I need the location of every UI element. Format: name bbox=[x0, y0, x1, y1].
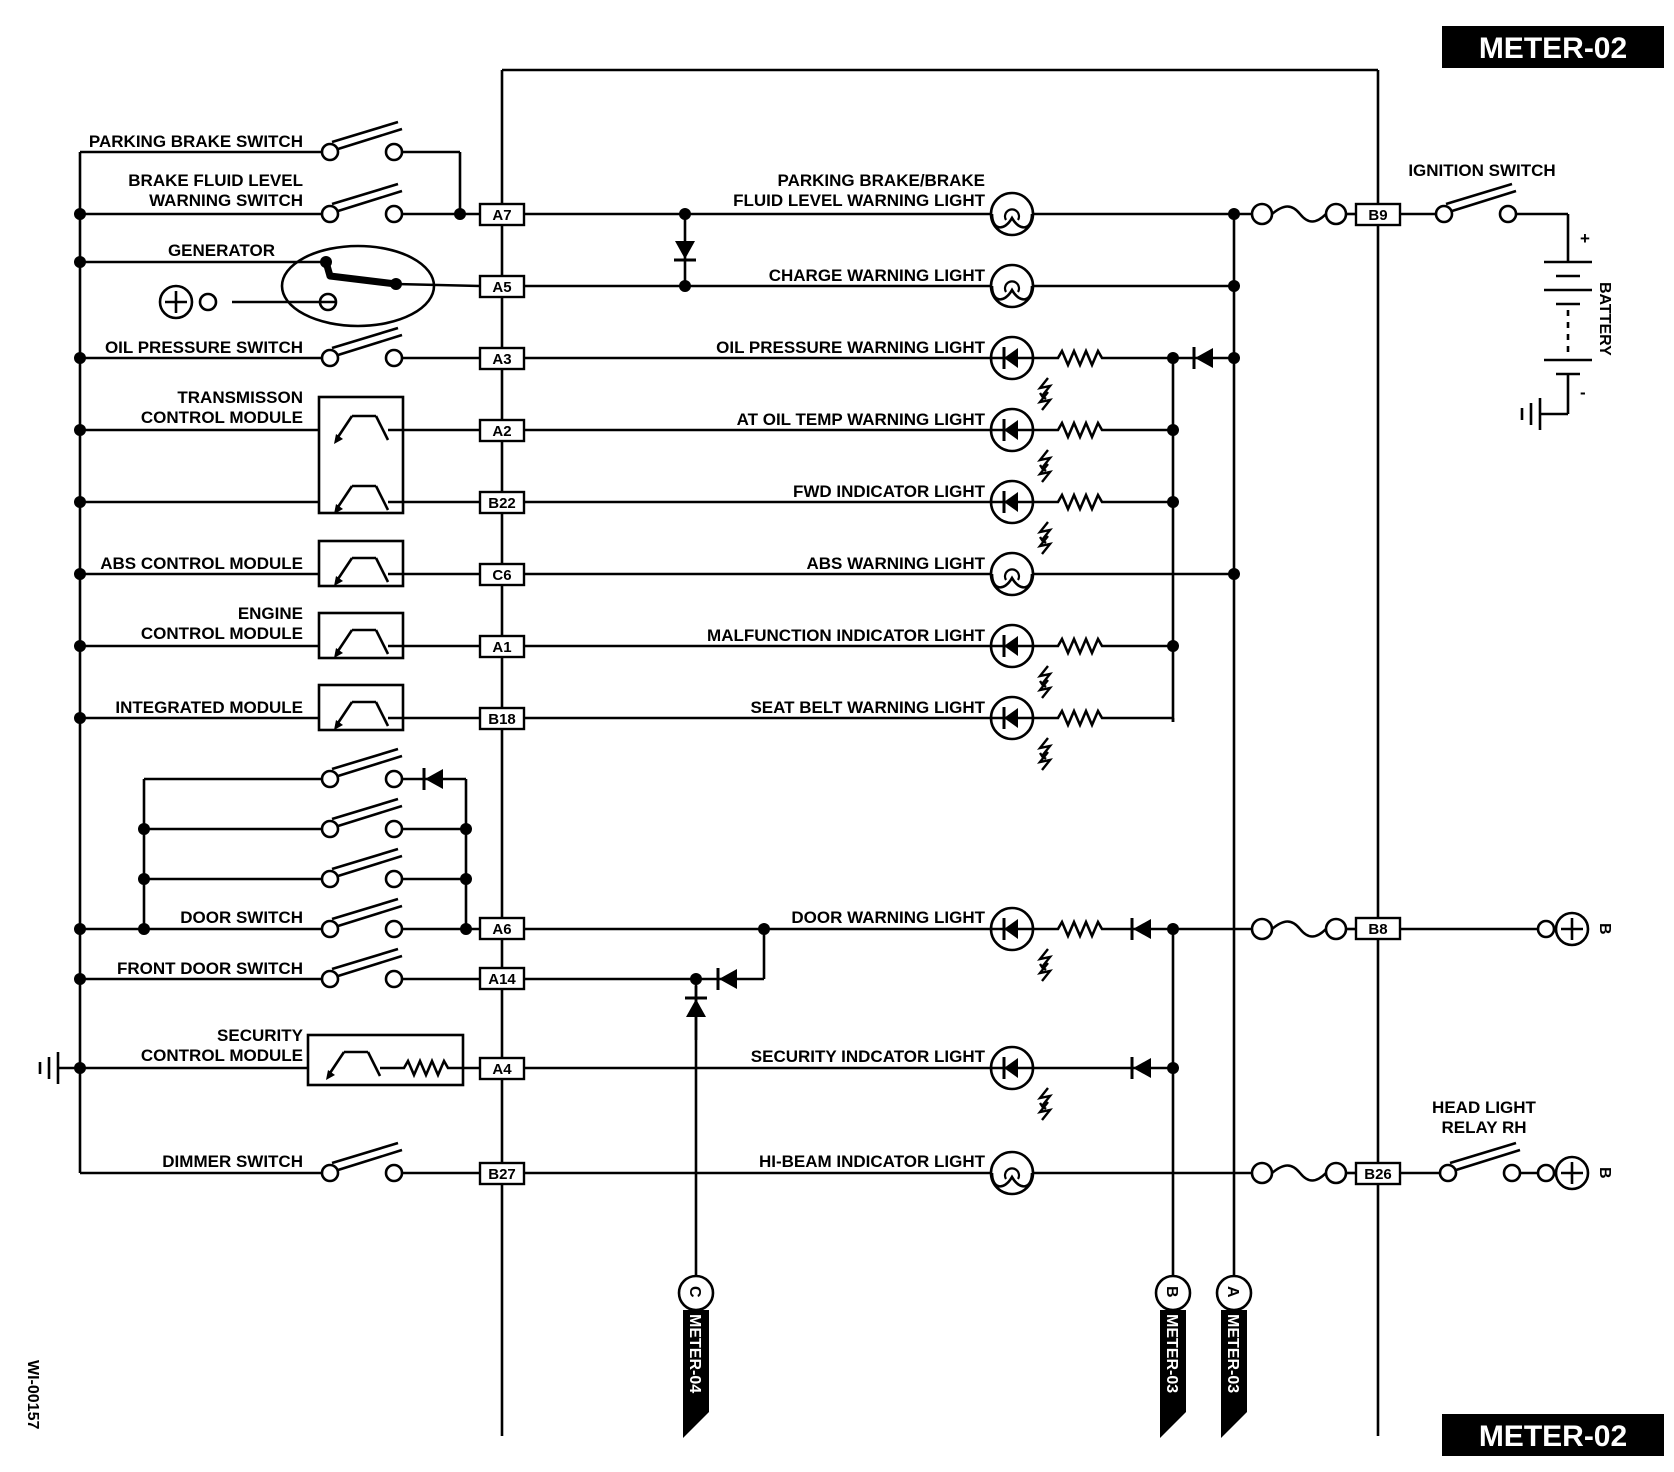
svg-text:B22: B22 bbox=[488, 495, 516, 512]
svg-text:C6: C6 bbox=[492, 567, 511, 584]
page-tag-top: METER-02 bbox=[1479, 32, 1627, 65]
connector-a bbox=[1215, 1274, 1253, 1438]
connector-a-letter: A bbox=[1224, 1286, 1241, 1298]
light-label-abs: ABS WARNING LIGHT bbox=[807, 554, 986, 573]
label-head-relay-1: HEAD LIGHT bbox=[1432, 1098, 1537, 1117]
label-security-2: CONTROL MODULE bbox=[141, 1046, 303, 1065]
label-head-relay-2: RELAY RH bbox=[1441, 1118, 1526, 1137]
label-ignition-switch: IGNITION SWITCH bbox=[1408, 161, 1555, 180]
label-brake-fluid-2: WARNING SWITCH bbox=[149, 191, 303, 210]
light-label-park-2: FLUID LEVEL WARNING LIGHT bbox=[733, 191, 985, 210]
label-tcm-2: CONTROL MODULE bbox=[141, 408, 303, 427]
label-battery: BATTERY bbox=[1596, 282, 1613, 356]
connector-b-ref: METER-03 bbox=[1163, 1314, 1180, 1393]
svg-text:A2: A2 bbox=[492, 423, 511, 440]
circuit-front-door bbox=[80, 947, 709, 1040]
label-dimmer-switch: DIMMER SWITCH bbox=[162, 1152, 303, 1171]
label-security-1: SECURITY bbox=[217, 1026, 304, 1045]
circuit-integrated bbox=[80, 683, 1175, 772]
connector-b bbox=[1154, 1274, 1192, 1438]
light-label-oil: OIL PRESSURE WARNING LIGHT bbox=[716, 338, 985, 357]
svg-text:A1: A1 bbox=[492, 639, 511, 656]
connector-a-ref: METER-03 bbox=[1224, 1314, 1241, 1393]
junction-dots bbox=[74, 208, 1240, 1074]
connector-b-letter: B bbox=[1163, 1286, 1180, 1298]
circuit-ecm bbox=[80, 611, 1173, 700]
light-label-charge: CHARGE WARNING LIGHT bbox=[769, 266, 986, 285]
label-ecm-2: CONTROL MODULE bbox=[141, 624, 303, 643]
circuit-hibeam bbox=[80, 1141, 1590, 1196]
svg-text:A6: A6 bbox=[492, 921, 511, 938]
label-integrated-module: INTEGRATED MODULE bbox=[115, 698, 303, 717]
connector-c-letter: C bbox=[686, 1286, 703, 1298]
label-generator: GENERATOR bbox=[168, 241, 275, 260]
battery-plus: + bbox=[1580, 229, 1590, 248]
light-label-seat: SEAT BELT WARNING LIGHT bbox=[750, 698, 985, 717]
pin-boxes: A7 A5 A3 A2 B22 C6 A1 B18 A6 A14 A4 B27 … bbox=[478, 202, 1402, 1186]
circuit-charge bbox=[80, 244, 1234, 328]
light-label-at-oil: AT OIL TEMP WARNING LIGHT bbox=[737, 410, 986, 429]
label-ecm-1: ENGINE bbox=[238, 604, 303, 623]
page-tag-bottom: METER-02 bbox=[1479, 1420, 1627, 1453]
connector-c bbox=[677, 1274, 715, 1438]
label-abs-module: ABS CONTROL MODULE bbox=[100, 554, 303, 573]
light-label-hibeam: HI-BEAM INDICATOR LIGHT bbox=[759, 1152, 986, 1171]
svg-text:B18: B18 bbox=[488, 711, 516, 728]
label-tcm-1: TRANSMISSON bbox=[177, 388, 303, 407]
svg-text:B9: B9 bbox=[1368, 207, 1387, 224]
light-label-mil: MALFUNCTION INDICATOR LIGHT bbox=[707, 626, 986, 645]
page-tag-bottom-box bbox=[1442, 1414, 1664, 1456]
circuit-security bbox=[38, 1033, 1173, 1122]
svg-text:A3: A3 bbox=[492, 351, 511, 368]
connector-c-ref: METER-04 bbox=[686, 1314, 703, 1393]
label-brake-fluid-1: BRAKE FLUID LEVEL bbox=[128, 171, 303, 190]
label-door-switch: DOOR SWITCH bbox=[180, 908, 303, 927]
svg-text:B8: B8 bbox=[1368, 921, 1387, 938]
label-parking-brake-switch: PARKING BRAKE SWITCH bbox=[89, 132, 303, 151]
light-label-fwd: FWD INDICATOR LIGHT bbox=[793, 482, 986, 501]
ignition-battery bbox=[1400, 182, 1592, 432]
svg-text:B27: B27 bbox=[488, 1166, 516, 1183]
battery-minus: - bbox=[1580, 383, 1586, 402]
svg-text:A14: A14 bbox=[488, 971, 516, 988]
label-front-door-switch: FRONT DOOR SWITCH bbox=[117, 959, 303, 978]
light-label-park-1: PARKING BRAKE/BRAKE bbox=[778, 171, 985, 190]
b-supply-label-1: B bbox=[1596, 923, 1613, 935]
light-label-door: DOOR WARNING LIGHT bbox=[791, 908, 985, 927]
svg-text:A4: A4 bbox=[492, 1061, 512, 1078]
svg-text:B26: B26 bbox=[1364, 1166, 1392, 1183]
circuit-door bbox=[80, 747, 1590, 992]
circuit-parking-brake bbox=[80, 120, 1356, 286]
svg-text:A7: A7 bbox=[492, 207, 511, 224]
b-supply-label-2: B bbox=[1596, 1167, 1613, 1179]
circuit-abs bbox=[80, 539, 1234, 597]
circuit-tcm bbox=[80, 395, 1173, 556]
svg-text:A5: A5 bbox=[492, 279, 511, 296]
light-label-security: SECURITY INDCATOR LIGHT bbox=[751, 1047, 986, 1066]
label-oil-pressure-switch: OIL PRESSURE SWITCH bbox=[105, 338, 303, 357]
main-frame bbox=[78, 68, 1380, 1436]
page-tag-top-box bbox=[1442, 26, 1664, 68]
figure-id: WI-00157 bbox=[24, 1360, 41, 1429]
